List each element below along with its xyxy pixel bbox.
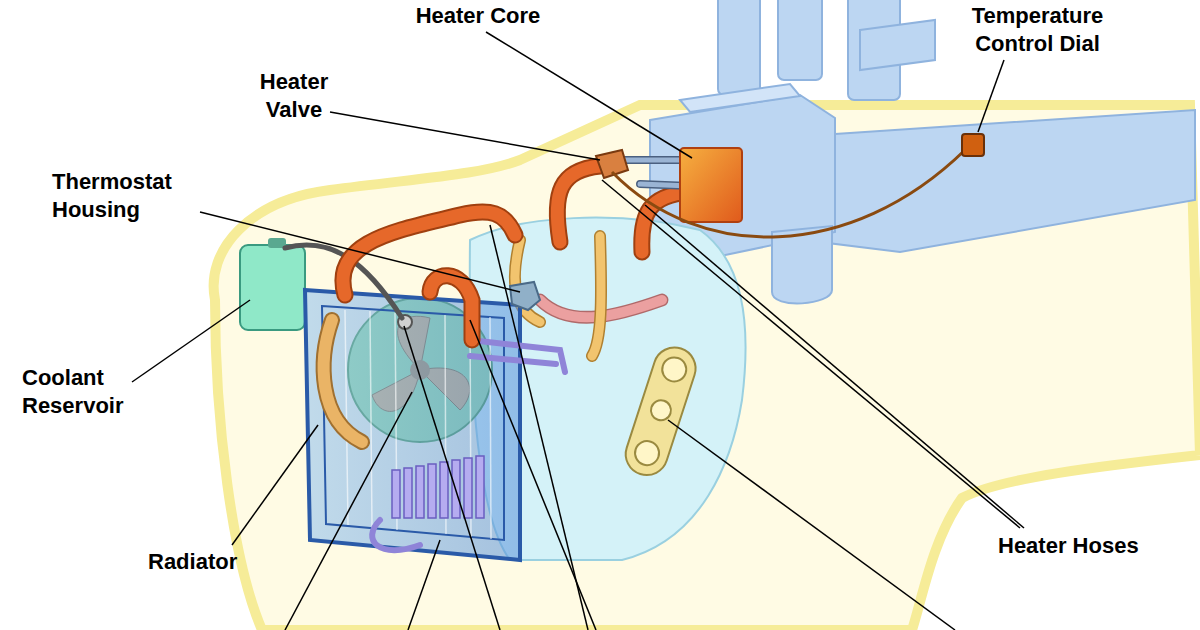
part-label: Temperature Control Dial: [955, 2, 1120, 58]
part-label: Thermostat Housing: [52, 168, 202, 224]
part-label: Heater Hoses: [998, 532, 1193, 560]
part-label: Radiator: [148, 548, 278, 576]
part-label: Heater Valve: [238, 68, 350, 124]
control-cable: [612, 150, 965, 237]
drive-belt: [620, 342, 701, 481]
car-body: [214, 105, 1200, 630]
heater-core: [680, 148, 742, 222]
cooler-lines: [372, 340, 565, 550]
part-label: Coolant Reservoir: [22, 364, 147, 420]
radiator: [305, 290, 520, 560]
temperature-dial: [962, 134, 984, 156]
lower-hose: [324, 320, 362, 442]
cooler-fins: [392, 456, 484, 518]
leader-lines: [132, 32, 1024, 630]
part-label: Heater Core: [398, 2, 558, 30]
coolant-reservoir: [240, 245, 305, 330]
hvac-housing: [650, 0, 1195, 304]
thermostat-housing: [510, 282, 540, 310]
